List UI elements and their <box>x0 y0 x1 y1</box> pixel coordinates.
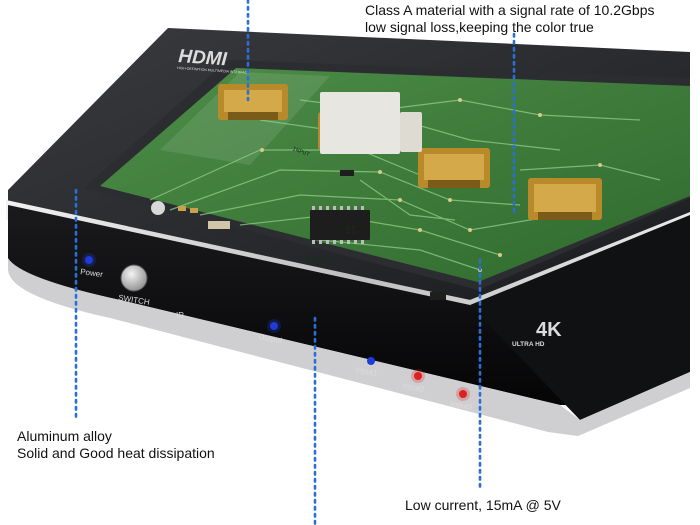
annotation-signal-line-1: Class A material with a signal rate of 1… <box>365 2 655 18</box>
input1-label: Input1 <box>355 365 379 378</box>
ir-label: IR <box>176 311 184 320</box>
pcb-chip-label: IC <box>345 226 357 237</box>
input3-led <box>459 390 467 398</box>
pcb-hdmi-port-input2 <box>418 148 490 188</box>
input2-label: Input2 <box>402 381 426 394</box>
annotation-alloy-line-1: Aluminum alloy <box>17 428 112 444</box>
power-led <box>85 256 93 264</box>
input2-led <box>414 372 422 380</box>
output-label: Output <box>258 332 284 345</box>
ultra-hd-badge: 4K <box>536 319 562 341</box>
pcb-silkscreen-code: 1901 <box>305 255 330 268</box>
annotation-low-current: Low current, 15mA @ 5V <box>405 497 561 513</box>
pcb-ic-chip <box>310 206 370 244</box>
pcb-board <box>100 68 690 282</box>
output-led <box>270 322 278 330</box>
pcb-power-connector <box>320 92 400 154</box>
annotation-signal-line-2: low signal loss,keeping the color true <box>365 19 594 35</box>
input3-label: Input3 <box>450 399 474 412</box>
annotation-aluminum-alloy: Aluminum alloy Solid and Good heat dissi… <box>17 428 215 462</box>
pcb-hdmi-port-output <box>218 84 288 120</box>
hdmi-logo: HDMI <box>178 46 229 70</box>
hdmi-logo-subtitle: HIGH-DEFINITION MULTIMEDIA INTERFACE <box>177 66 250 75</box>
device-right-face <box>470 215 690 420</box>
leader-lines <box>74 0 516 525</box>
power-label: Power <box>80 267 104 279</box>
switch-button <box>120 264 148 292</box>
pcb-crystal <box>151 201 165 215</box>
annotation-signal-rate: Class A material with a signal rate of 1… <box>365 2 654 36</box>
pcb-hdmi-port-input3 <box>528 178 602 220</box>
ultra-hd-badge-subtitle: ULTRA HD <box>512 341 545 348</box>
device-front-panel <box>8 205 580 405</box>
input1-led <box>367 357 375 365</box>
pcb-resistor <box>208 221 230 229</box>
annotation-alloy-line-2: Solid and Good heat dissipation <box>17 445 215 461</box>
